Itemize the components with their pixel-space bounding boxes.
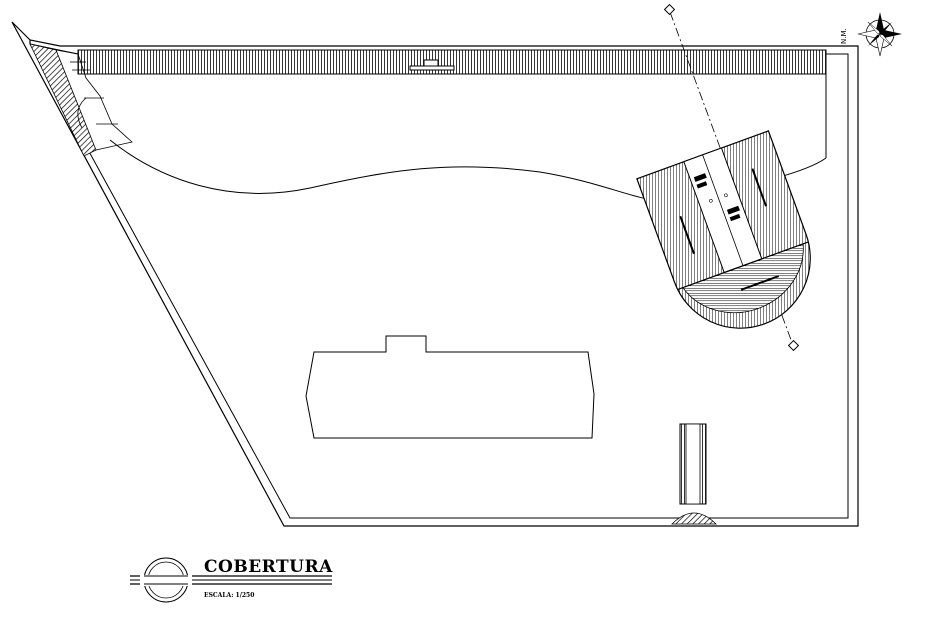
entrance-gate	[671, 423, 717, 525]
central-building-outline	[305, 335, 595, 439]
section-marker-top	[663, 3, 676, 16]
section-marker-bottom	[787, 339, 800, 352]
drawing-title: COBERTURA	[204, 557, 333, 577]
corner-steps	[55, 49, 133, 151]
section-cut-line	[669, 11, 795, 349]
compass-rose-icon	[857, 12, 902, 57]
title-block: COBERTURA ESCALA: 1/250	[130, 557, 333, 603]
drawing-scale: ESCALA: 1/250	[204, 592, 254, 599]
wall-gate-symbol	[409, 59, 455, 71]
curved-roof-building	[636, 130, 811, 329]
terrain-contour-line	[109, 139, 665, 203]
north-label: N.M.	[840, 28, 848, 44]
